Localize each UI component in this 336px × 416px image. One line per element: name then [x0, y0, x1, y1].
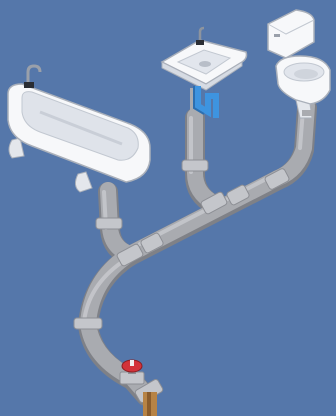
pipe-joint — [74, 318, 102, 329]
pipe-joint — [96, 218, 122, 229]
bathtub-icon[interactable] — [8, 66, 150, 192]
toilet-icon[interactable] — [268, 10, 330, 118]
pipe-joint — [182, 160, 208, 171]
sink-icon[interactable] — [162, 28, 247, 116]
valve-icon[interactable] — [120, 360, 144, 384]
